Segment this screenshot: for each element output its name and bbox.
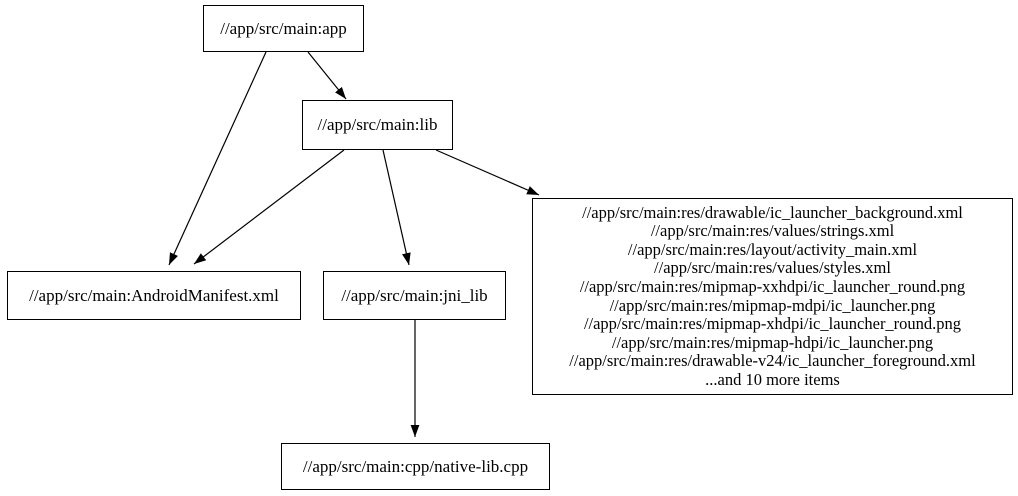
res-group-line: //app/src/main:res/values/strings.xml	[650, 221, 895, 241]
res-group-line: //app/src/main:res/mipmap-mdpi/ic_launch…	[609, 295, 936, 315]
node-res-group: //app/src/main:res/drawable/ic_launcher_…	[532, 198, 1013, 395]
node-jni-lib: //app/src/main:jni_lib	[323, 271, 506, 320]
node-jni-lib-label: //app/src/main:jni_lib	[341, 285, 488, 305]
edge-app-manifest	[168, 51, 267, 266]
res-group-line: //app/src/main:res/mipmap-xhdpi/ic_launc…	[583, 314, 962, 334]
node-lib-label: //app/src/main:lib	[317, 115, 438, 134]
edge-lib-res	[435, 149, 540, 196]
res-group-line: //app/src/main:res/layout/activity_main.…	[627, 239, 918, 259]
res-group-line: //app/src/main:res/drawable-v24/ic_launc…	[569, 351, 976, 371]
edge-lib-jni	[382, 149, 411, 266]
res-group-line: //app/src/main:res/values/styles.xml	[654, 258, 891, 278]
edge-app-lib	[307, 51, 347, 100]
res-group-line: //app/src/main:res/mipmap-hdpi/ic_launch…	[611, 332, 934, 352]
node-android-manifest-label: //app/src/main:AndroidManifest.xml	[29, 285, 279, 305]
node-native-lib-cpp-label: //app/src/main:cpp/native-lib.cpp	[302, 456, 529, 476]
res-group-line: //app/src/main:res/drawable/ic_launcher_…	[582, 202, 963, 222]
res-group-line: //app/src/main:res/mipmap-xxhdpi/ic_laun…	[579, 276, 966, 296]
node-app-label: //app/src/main:app	[220, 18, 347, 38]
node-lib: //app/src/main:lib	[302, 100, 453, 150]
node-android-manifest: //app/src/main:AndroidManifest.xml	[7, 271, 301, 320]
node-app: //app/src/main:app	[203, 5, 364, 52]
edge-lib-manifest	[193, 149, 345, 265]
node-native-lib-cpp: //app/src/main:cpp/native-lib.cpp	[281, 443, 550, 490]
res-group-more-items: ...and 10 more items	[705, 369, 840, 389]
